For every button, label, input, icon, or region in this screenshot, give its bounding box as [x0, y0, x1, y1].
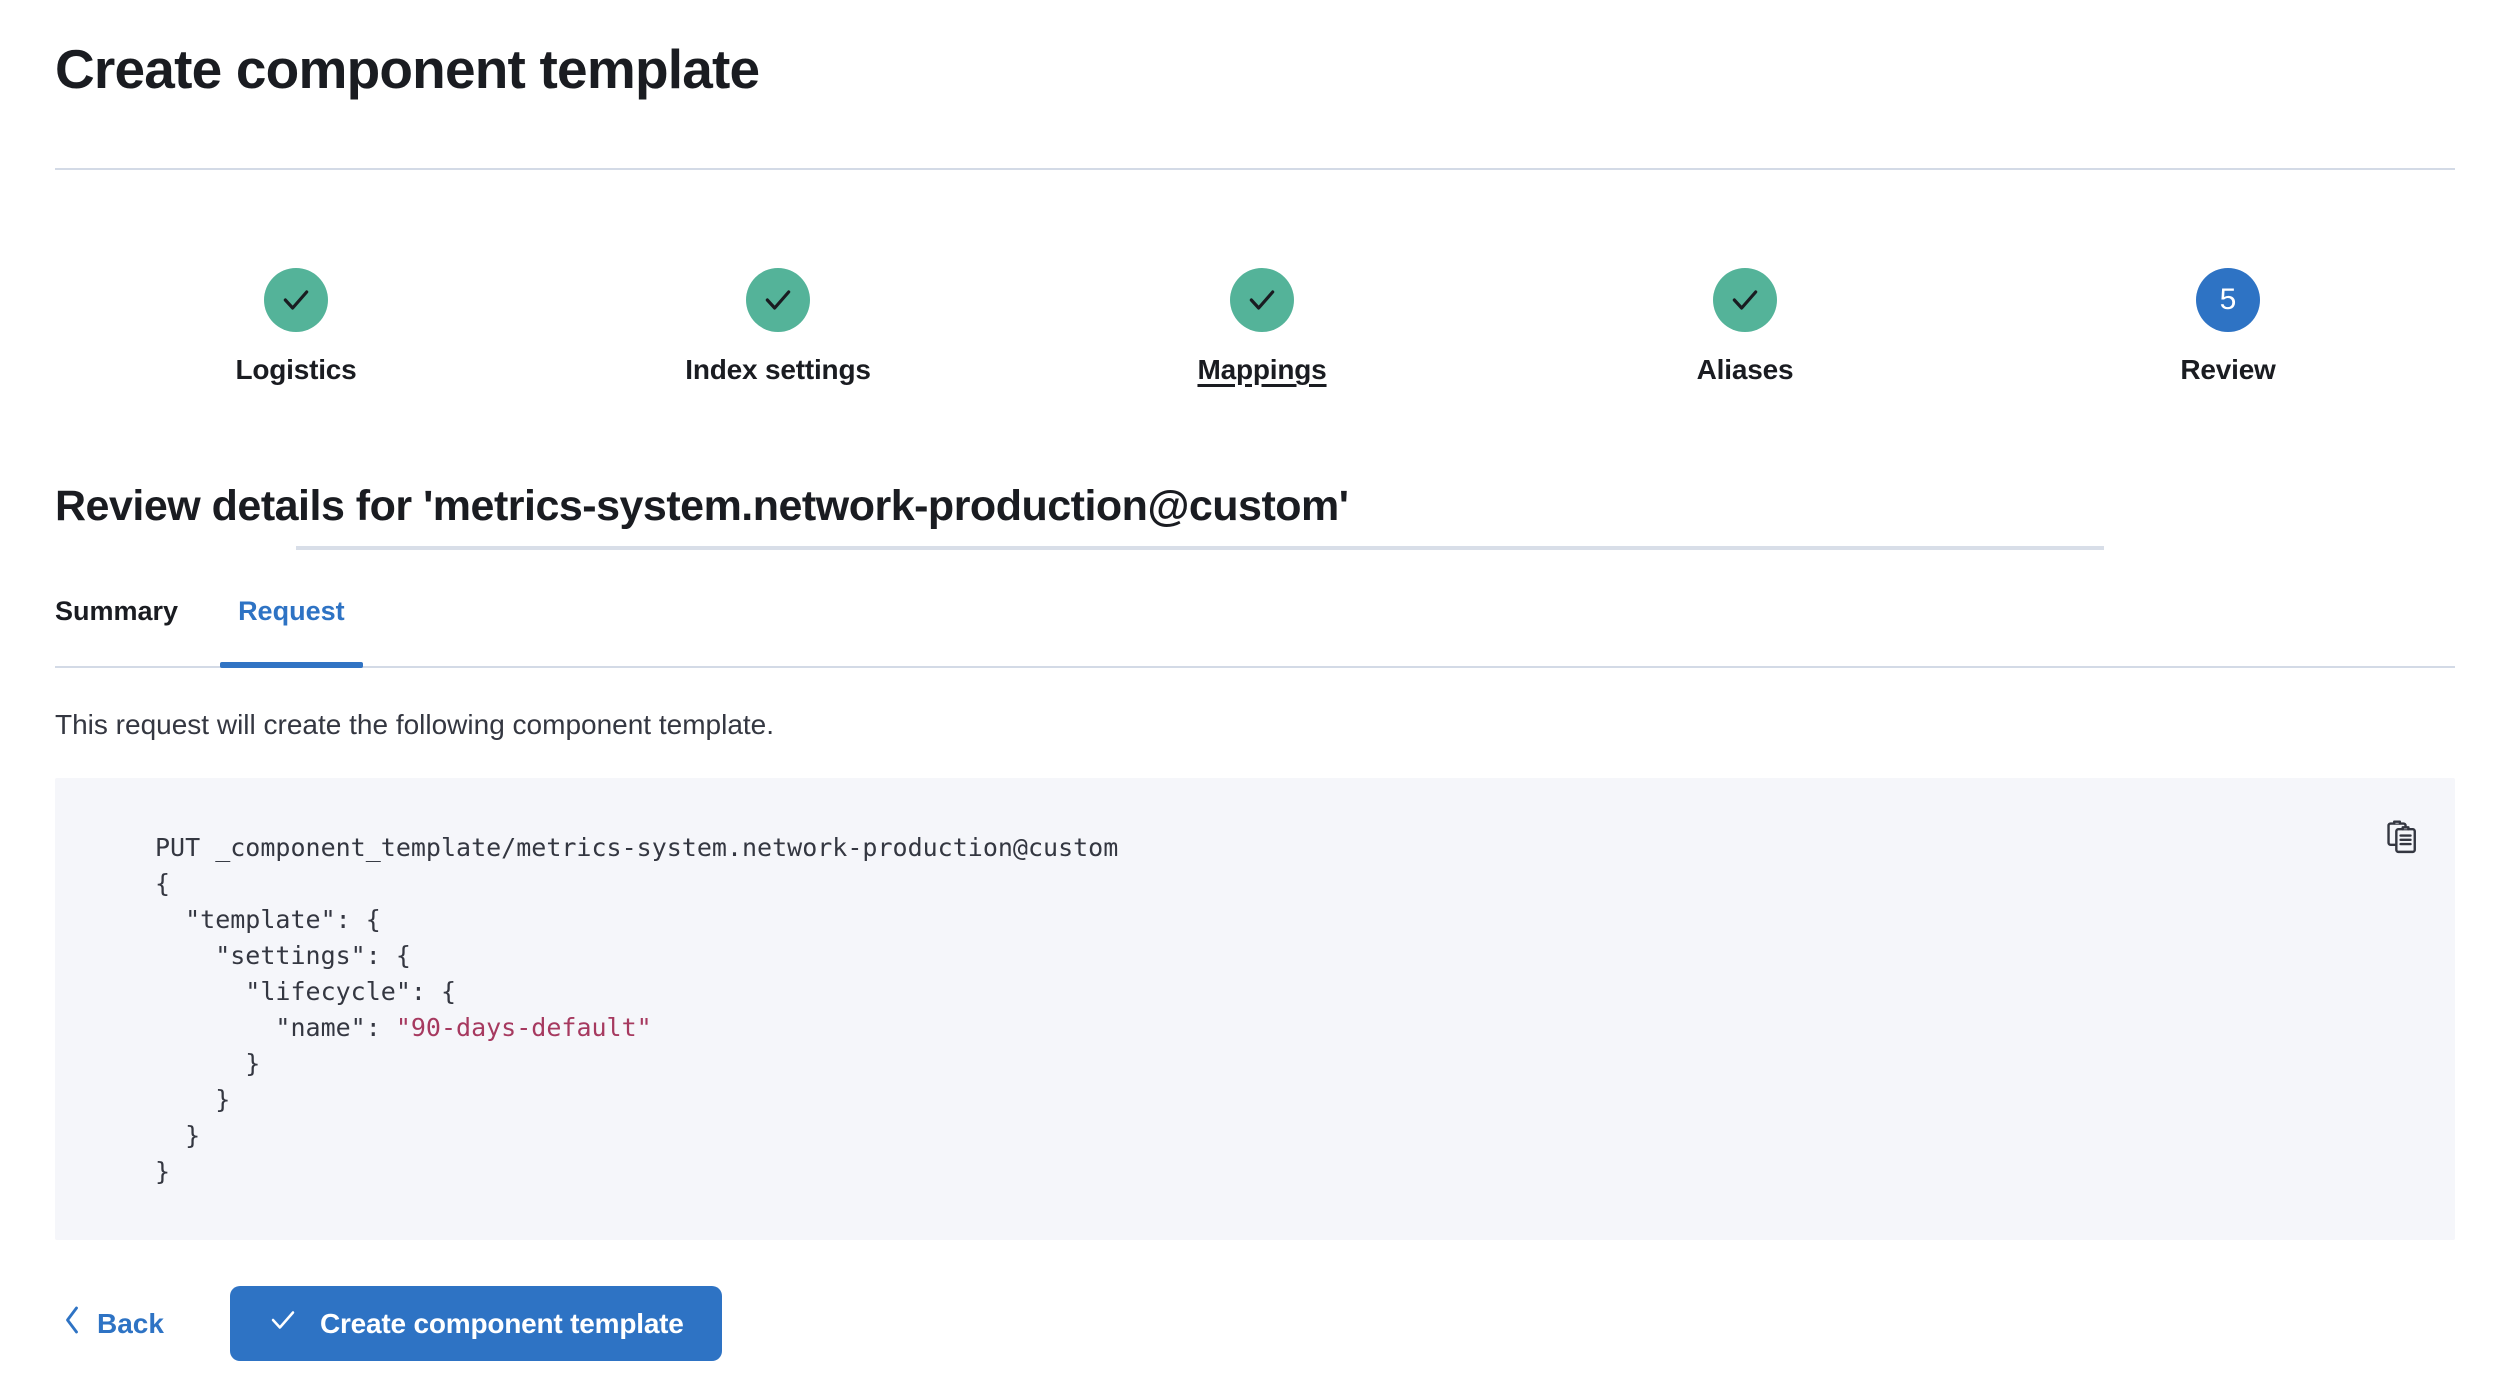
review-heading: Review details for 'metrics-system.netwo…: [55, 482, 1349, 530]
step-number: 5: [2219, 283, 2237, 316]
code-line: "template": {: [155, 905, 381, 934]
code-line: }: [155, 1121, 201, 1150]
tab-request[interactable]: Request: [220, 596, 363, 668]
code-string-value: "90-days-default": [395, 1013, 652, 1042]
check-icon: [1246, 284, 1278, 316]
step-label: Review: [2180, 354, 2276, 385]
code-line: "settings": {: [155, 941, 411, 970]
title-divider: [55, 168, 2455, 170]
code-line: }: [155, 1085, 231, 1114]
code-line: "lifecycle": {: [155, 977, 457, 1006]
code-line: PUT _component_template/metrics-system.n…: [155, 833, 1119, 862]
step-status-circle: [1230, 268, 1294, 332]
request-code-panel: PUT _component_template/metrics-system.n…: [55, 778, 2455, 1240]
step-mappings[interactable]: Mappings: [1092, 250, 1432, 386]
step-label: Logistics: [235, 354, 357, 385]
details-tabs: Summary Request: [55, 596, 2455, 668]
step-status-circle: 5: [2196, 268, 2260, 332]
step-label[interactable]: Mappings: [1197, 354, 1327, 385]
step-index-settings[interactable]: Index settings: [608, 250, 948, 386]
check-icon: [280, 284, 312, 316]
step-aliases[interactable]: Aliases: [1575, 250, 1915, 386]
check-icon: [762, 284, 794, 316]
create-component-template-button-label: Create component template: [319, 1307, 684, 1339]
request-description: This request will create the following c…: [55, 709, 775, 740]
request-code: PUT _component_template/metrics-system.n…: [155, 830, 1118, 1190]
back-button-label: Back: [97, 1307, 164, 1339]
step-label: Aliases: [1696, 354, 1794, 385]
code-line: "name":: [155, 1013, 396, 1042]
check-icon: [268, 1305, 298, 1342]
tab-summary[interactable]: Summary: [55, 596, 196, 666]
stepper-connector-line: [296, 546, 2104, 550]
check-icon: [1729, 284, 1761, 316]
create-component-template-button[interactable]: Create component template: [229, 1286, 722, 1361]
wizard-stepper: Logistics Index settings Mappings: [0, 250, 2506, 550]
step-status-circle: [1713, 268, 1777, 332]
step-status-circle: [264, 268, 328, 332]
step-review[interactable]: 5 Review: [2058, 250, 2398, 386]
back-button[interactable]: Back: [55, 1295, 170, 1352]
code-line: {: [155, 869, 171, 898]
chevron-left-icon: [61, 1305, 83, 1342]
code-line: }: [155, 1049, 261, 1078]
wizard-footer: Back Create component template: [55, 1286, 722, 1361]
step-label: Index settings: [685, 354, 871, 385]
code-line: }: [155, 1157, 171, 1186]
copy-icon[interactable]: [2379, 814, 2425, 860]
step-logistics[interactable]: Logistics: [126, 250, 466, 386]
page-title: Create component template: [55, 38, 760, 100]
step-status-circle: [746, 268, 810, 332]
